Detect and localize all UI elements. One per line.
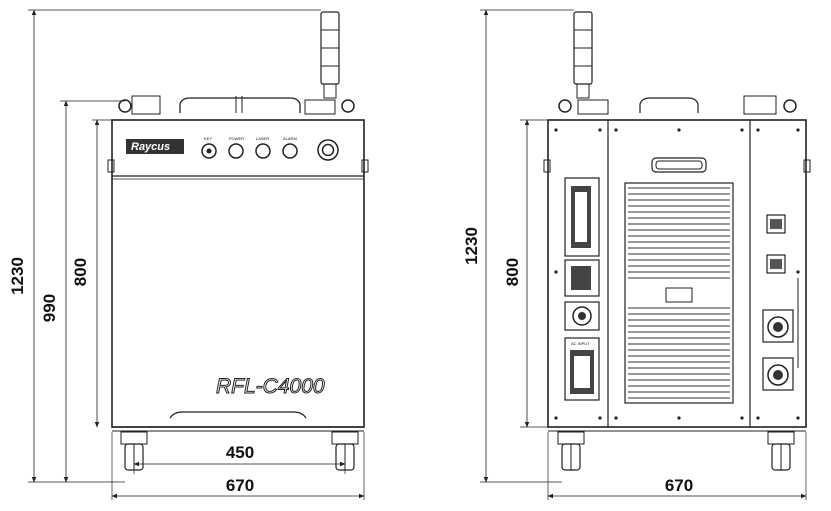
rear-handle-slot [651,157,707,173]
fiber-port [564,301,600,331]
ac-input-socket [564,337,600,401]
vent-grille [624,182,734,404]
svg-text:990: 990 [40,294,59,322]
rear-connector-panel: AC INPUT [564,177,600,401]
svg-text:670: 670 [665,476,693,495]
brand-logo-plate [126,139,184,154]
key-switch [201,143,217,159]
rear-view: AC INPUT [462,9,811,500]
rear-signal-tower [573,11,593,99]
svg-text:670: 670 [226,476,254,495]
svg-text:800: 800 [503,258,522,286]
lifting-eyes [118,99,355,113]
db-connector [564,177,600,257]
front-dimension-670: 670 [111,476,365,499]
panel-label-power: POWER [229,136,244,141]
panel-label-key: KEY [204,136,212,141]
model-label: RFL-C4000 [216,375,325,398]
front-dimension-800: 800 [71,119,100,428]
front-dimension-450: 450 [133,443,346,467]
ac-input-label: AC INPUT [571,341,590,346]
power-indicator [228,143,244,159]
front-dimension-990: 990 [40,100,69,483]
control-panel: KEY POWER LASER ALARM [201,136,339,161]
signal-tower [320,11,340,99]
top-handle [179,97,301,113]
svg-text:1230: 1230 [8,257,27,295]
front-dimension-1230: 1230 [8,9,37,483]
water-outlet-port [762,357,794,391]
brand-logo: Raycus [131,141,170,153]
rear-right-connectors [762,214,799,391]
svg-text:450: 450 [226,443,254,462]
water-inlet-port [762,309,794,343]
rear-casters [557,431,795,471]
svg-text:1230: 1230 [462,227,481,265]
front-casters [120,431,359,471]
rear-dimension-1230: 1230 [462,9,489,483]
rear-extension-lines [480,9,807,500]
rear-screws [554,128,800,420]
base-plate [112,411,364,428]
panel-label-alarm: ALARM [283,136,297,141]
rear-dimension-800: 800 [503,119,530,428]
svg-text:800: 800 [71,258,90,286]
front-view: Raycus KEY POWER LASER ALARM RFL-C4000 [8,9,369,500]
front-extension-lines [28,9,365,500]
panel-label-laser: LASER [256,136,269,141]
alarm-indicator [282,143,298,159]
laser-indicator [255,143,271,159]
rear-cabinet-body [547,119,807,428]
io-connector [564,259,600,297]
rear-dimension-670: 670 [547,476,807,499]
emergency-stop-button [317,139,339,161]
